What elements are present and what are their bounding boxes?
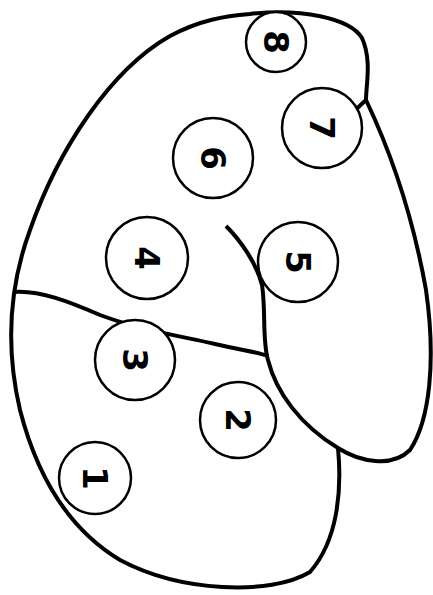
circle-outline bbox=[246, 12, 306, 72]
organ-outline bbox=[11, 12, 431, 587]
callout-number: 3 bbox=[118, 348, 152, 372]
numbered-circle: 3 bbox=[93, 318, 177, 402]
circle-outline bbox=[200, 382, 276, 458]
callout-number: 1 bbox=[78, 466, 112, 490]
circle-outline bbox=[258, 222, 338, 302]
callout-number: 8 bbox=[259, 30, 293, 54]
circle-outline bbox=[106, 217, 188, 299]
numbered-circle: 7 bbox=[280, 86, 364, 170]
callout-number: 2 bbox=[221, 408, 255, 432]
numbered-circle: 2 bbox=[198, 380, 278, 460]
numbered-circle: 5 bbox=[256, 220, 340, 304]
circle-outline bbox=[282, 88, 362, 168]
numbered-circle: 4 bbox=[104, 215, 190, 301]
callout-number: 7 bbox=[305, 116, 339, 140]
circle-outline bbox=[59, 442, 131, 514]
numbered-circle: 6 bbox=[171, 116, 255, 200]
numbered-circle: 8 bbox=[244, 10, 308, 74]
circle-outline bbox=[173, 118, 253, 198]
circle-outline bbox=[95, 320, 175, 400]
callout-number: 4 bbox=[130, 246, 164, 270]
numbered-circle: 1 bbox=[57, 440, 133, 516]
callout-number: 5 bbox=[281, 250, 315, 274]
callout-number: 6 bbox=[196, 146, 230, 170]
